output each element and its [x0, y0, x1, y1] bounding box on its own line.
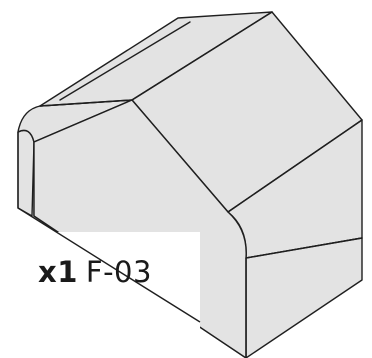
roof-fold-line: [59, 21, 191, 101]
part-quantity: x1: [38, 255, 78, 289]
roof-ridge-line: [131, 11, 273, 101]
left-side-face: [17, 129, 35, 217]
left-side-lower-edge: [17, 132, 201, 323]
bend-edge-line: [39, 99, 133, 107]
label-background: [0, 232, 200, 358]
part-code: F-03: [85, 255, 152, 289]
right-lower-crease-line: [245, 237, 363, 259]
lower-right-face: [245, 237, 363, 358]
right-crease-line: [227, 119, 363, 213]
